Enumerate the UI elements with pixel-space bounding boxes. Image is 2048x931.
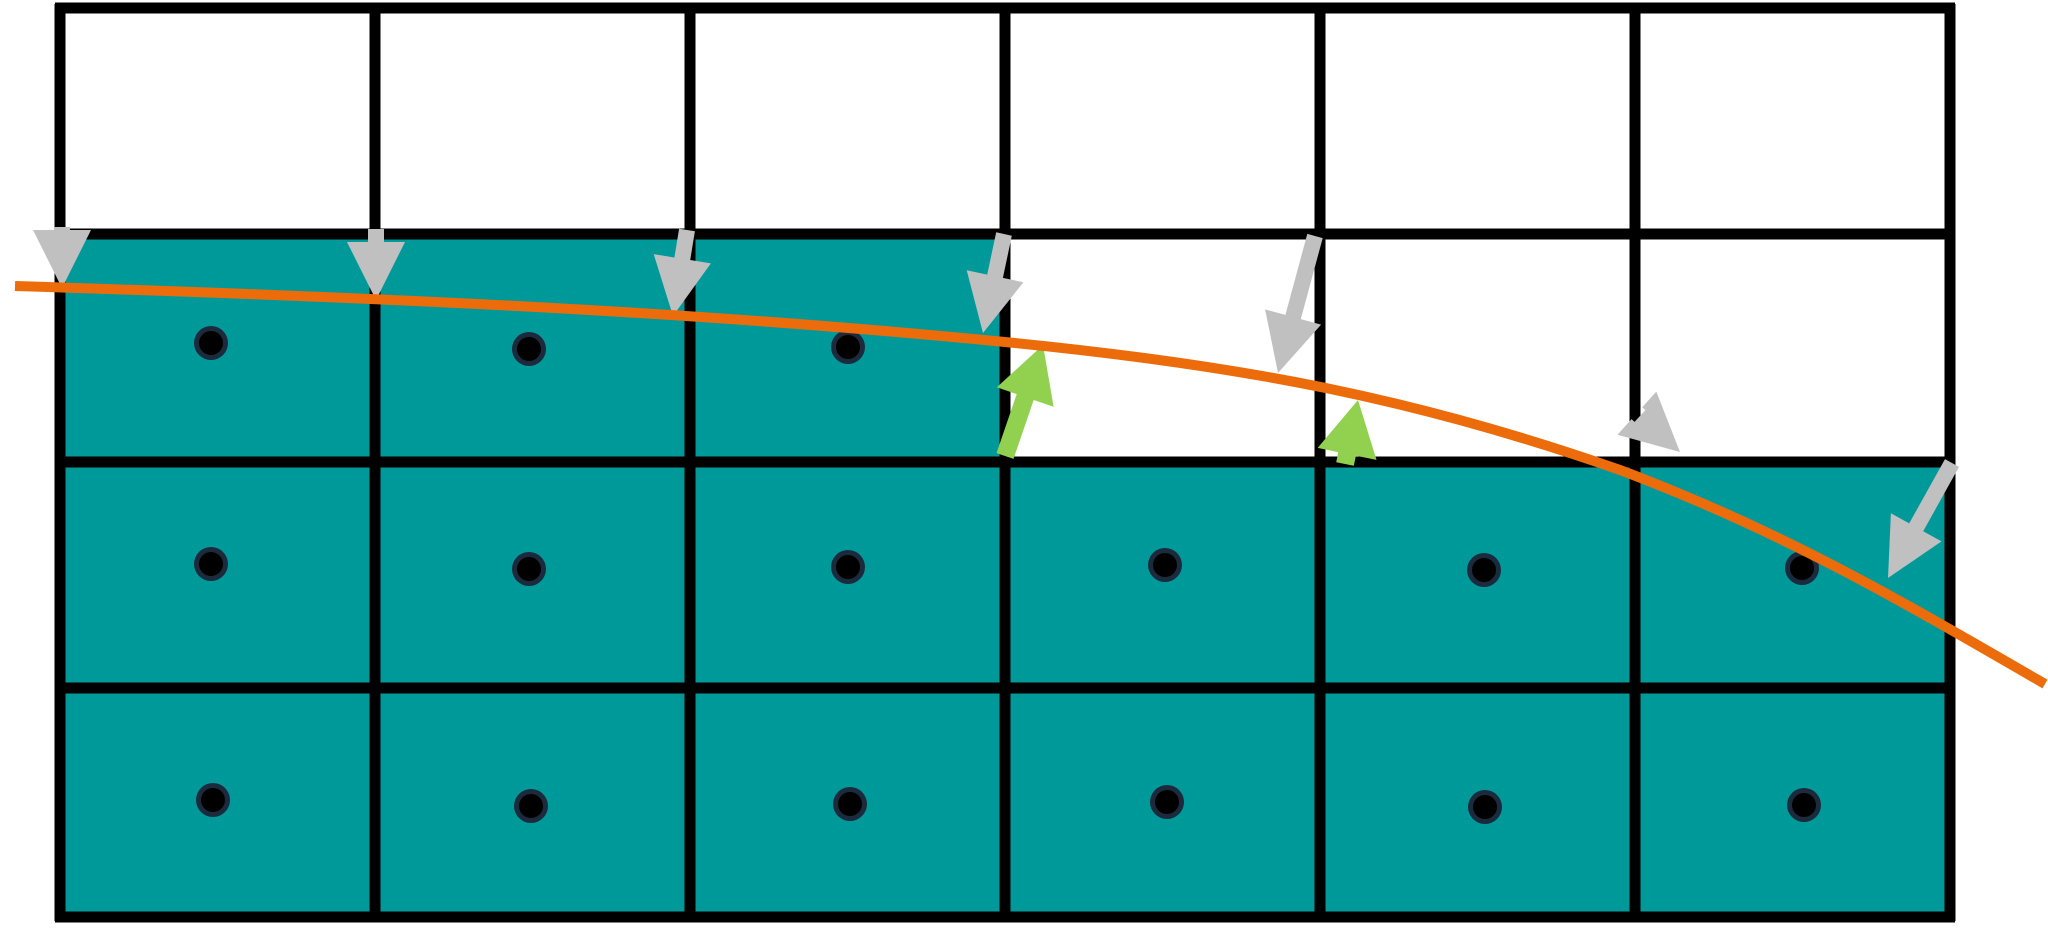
dot-icon [196,783,230,817]
dot-icon [514,789,548,823]
arrow-down-icon [33,227,91,288]
arrow-down-icon [966,232,1024,333]
arrow-down-icon [1617,391,1680,452]
dot-icon [1467,553,1501,587]
arrow-down-icon [653,228,711,316]
dot-icon [831,550,865,584]
dot-icon [831,330,865,364]
dot-icon [194,326,228,360]
dot-icon [1150,785,1184,819]
arrow-up-icon [996,345,1054,459]
arrow-down-icon [347,229,405,300]
arrow-up-icon [1317,400,1377,466]
dot-icon [1787,788,1821,822]
dot-icon [1468,790,1502,824]
dot-icon [194,547,228,581]
arrow-down-icon [1265,233,1323,373]
interface-curve [14,281,2048,689]
cell-markers [194,326,1821,824]
gray-arrows [33,227,1959,578]
green-arrows [996,345,1377,466]
arrow-down-icon [1888,459,1959,578]
dot-icon [1785,551,1819,585]
dot-icon [833,787,867,821]
dot-icon [512,332,546,366]
dot-icon [1148,548,1182,582]
dot-icon [512,552,546,586]
